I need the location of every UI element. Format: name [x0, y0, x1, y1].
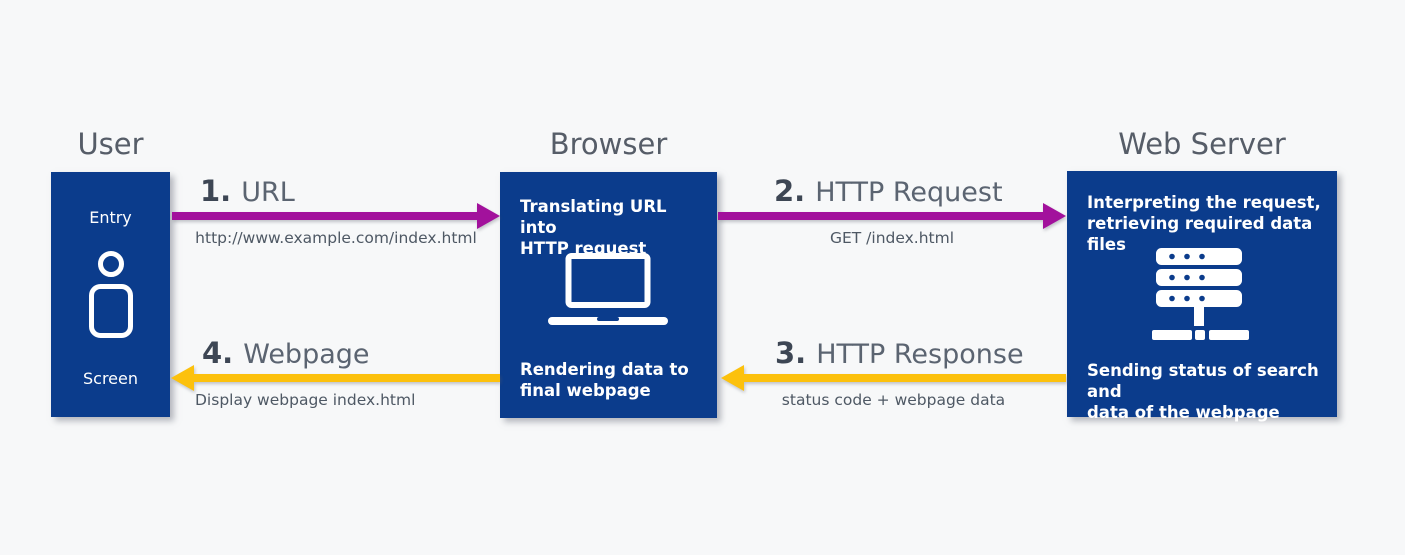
step-1-sublabel: http://www.example.com/index.html — [195, 229, 477, 247]
step-4-label: Webpage — [243, 339, 370, 370]
step-3-label: HTTP Response — [816, 339, 1024, 370]
user-node-box: Entry Screen — [51, 172, 170, 417]
step-2-sublabel: GET /index.html — [829, 229, 955, 247]
step-4-number: 4. — [202, 336, 234, 370]
step-2-label-line: 2. HTTP Request — [774, 174, 1003, 208]
step-1-label-line: 1. URL — [200, 174, 295, 208]
step-2-number: 2. — [774, 174, 806, 208]
arrow-group-http-request: 2. HTTP Request GET /index.html — [718, 170, 1066, 265]
laptop-icon — [548, 253, 668, 331]
web-server-bottom-label: Sending status of search and data of the… — [1087, 361, 1319, 422]
web-server-title: Web Server — [1118, 127, 1286, 161]
step-4-label-line: 4. Webpage — [202, 336, 370, 370]
user-title: User — [77, 127, 144, 161]
person-icon — [89, 250, 133, 344]
step-2-label: HTTP Request — [815, 177, 1003, 208]
user-screen-label: Screen — [82, 369, 138, 388]
browser-title: Browser — [549, 127, 668, 161]
step-3-sublabel: status code + webpage data — [781, 391, 1006, 409]
server-icon — [1152, 248, 1250, 346]
arrow-right-icon — [172, 203, 500, 229]
browser-bottom-label: Rendering data to final webpage — [520, 360, 689, 400]
step-1-label: URL — [241, 177, 295, 208]
arrow-left-icon — [171, 365, 500, 391]
arrow-group-webpage: 4. Webpage Display webpage index.html — [171, 332, 500, 427]
arrow-group-url: 1. URL http://www.example.com/index.html — [172, 170, 500, 265]
user-entry-label: Entry — [89, 208, 132, 227]
browser-node-box: Translating URL into HTTP request Render… — [500, 172, 717, 418]
step-3-label-line: 3. HTTP Response — [775, 336, 1024, 370]
web-server-top-label: Interpreting the request, retrieving req… — [1087, 193, 1321, 254]
web-server-node-box: Interpreting the request, retrieving req… — [1067, 171, 1337, 422]
step-3-number: 3. — [775, 336, 807, 370]
arrow-left-icon — [721, 365, 1066, 391]
arrow-group-http-response: 3. HTTP Response status code + webpage d… — [721, 332, 1066, 427]
arrow-right-icon — [718, 203, 1066, 229]
step-1-number: 1. — [200, 174, 232, 208]
browser-top-label: Translating URL into HTTP request — [520, 197, 667, 258]
step-4-sublabel: Display webpage index.html — [195, 391, 416, 409]
